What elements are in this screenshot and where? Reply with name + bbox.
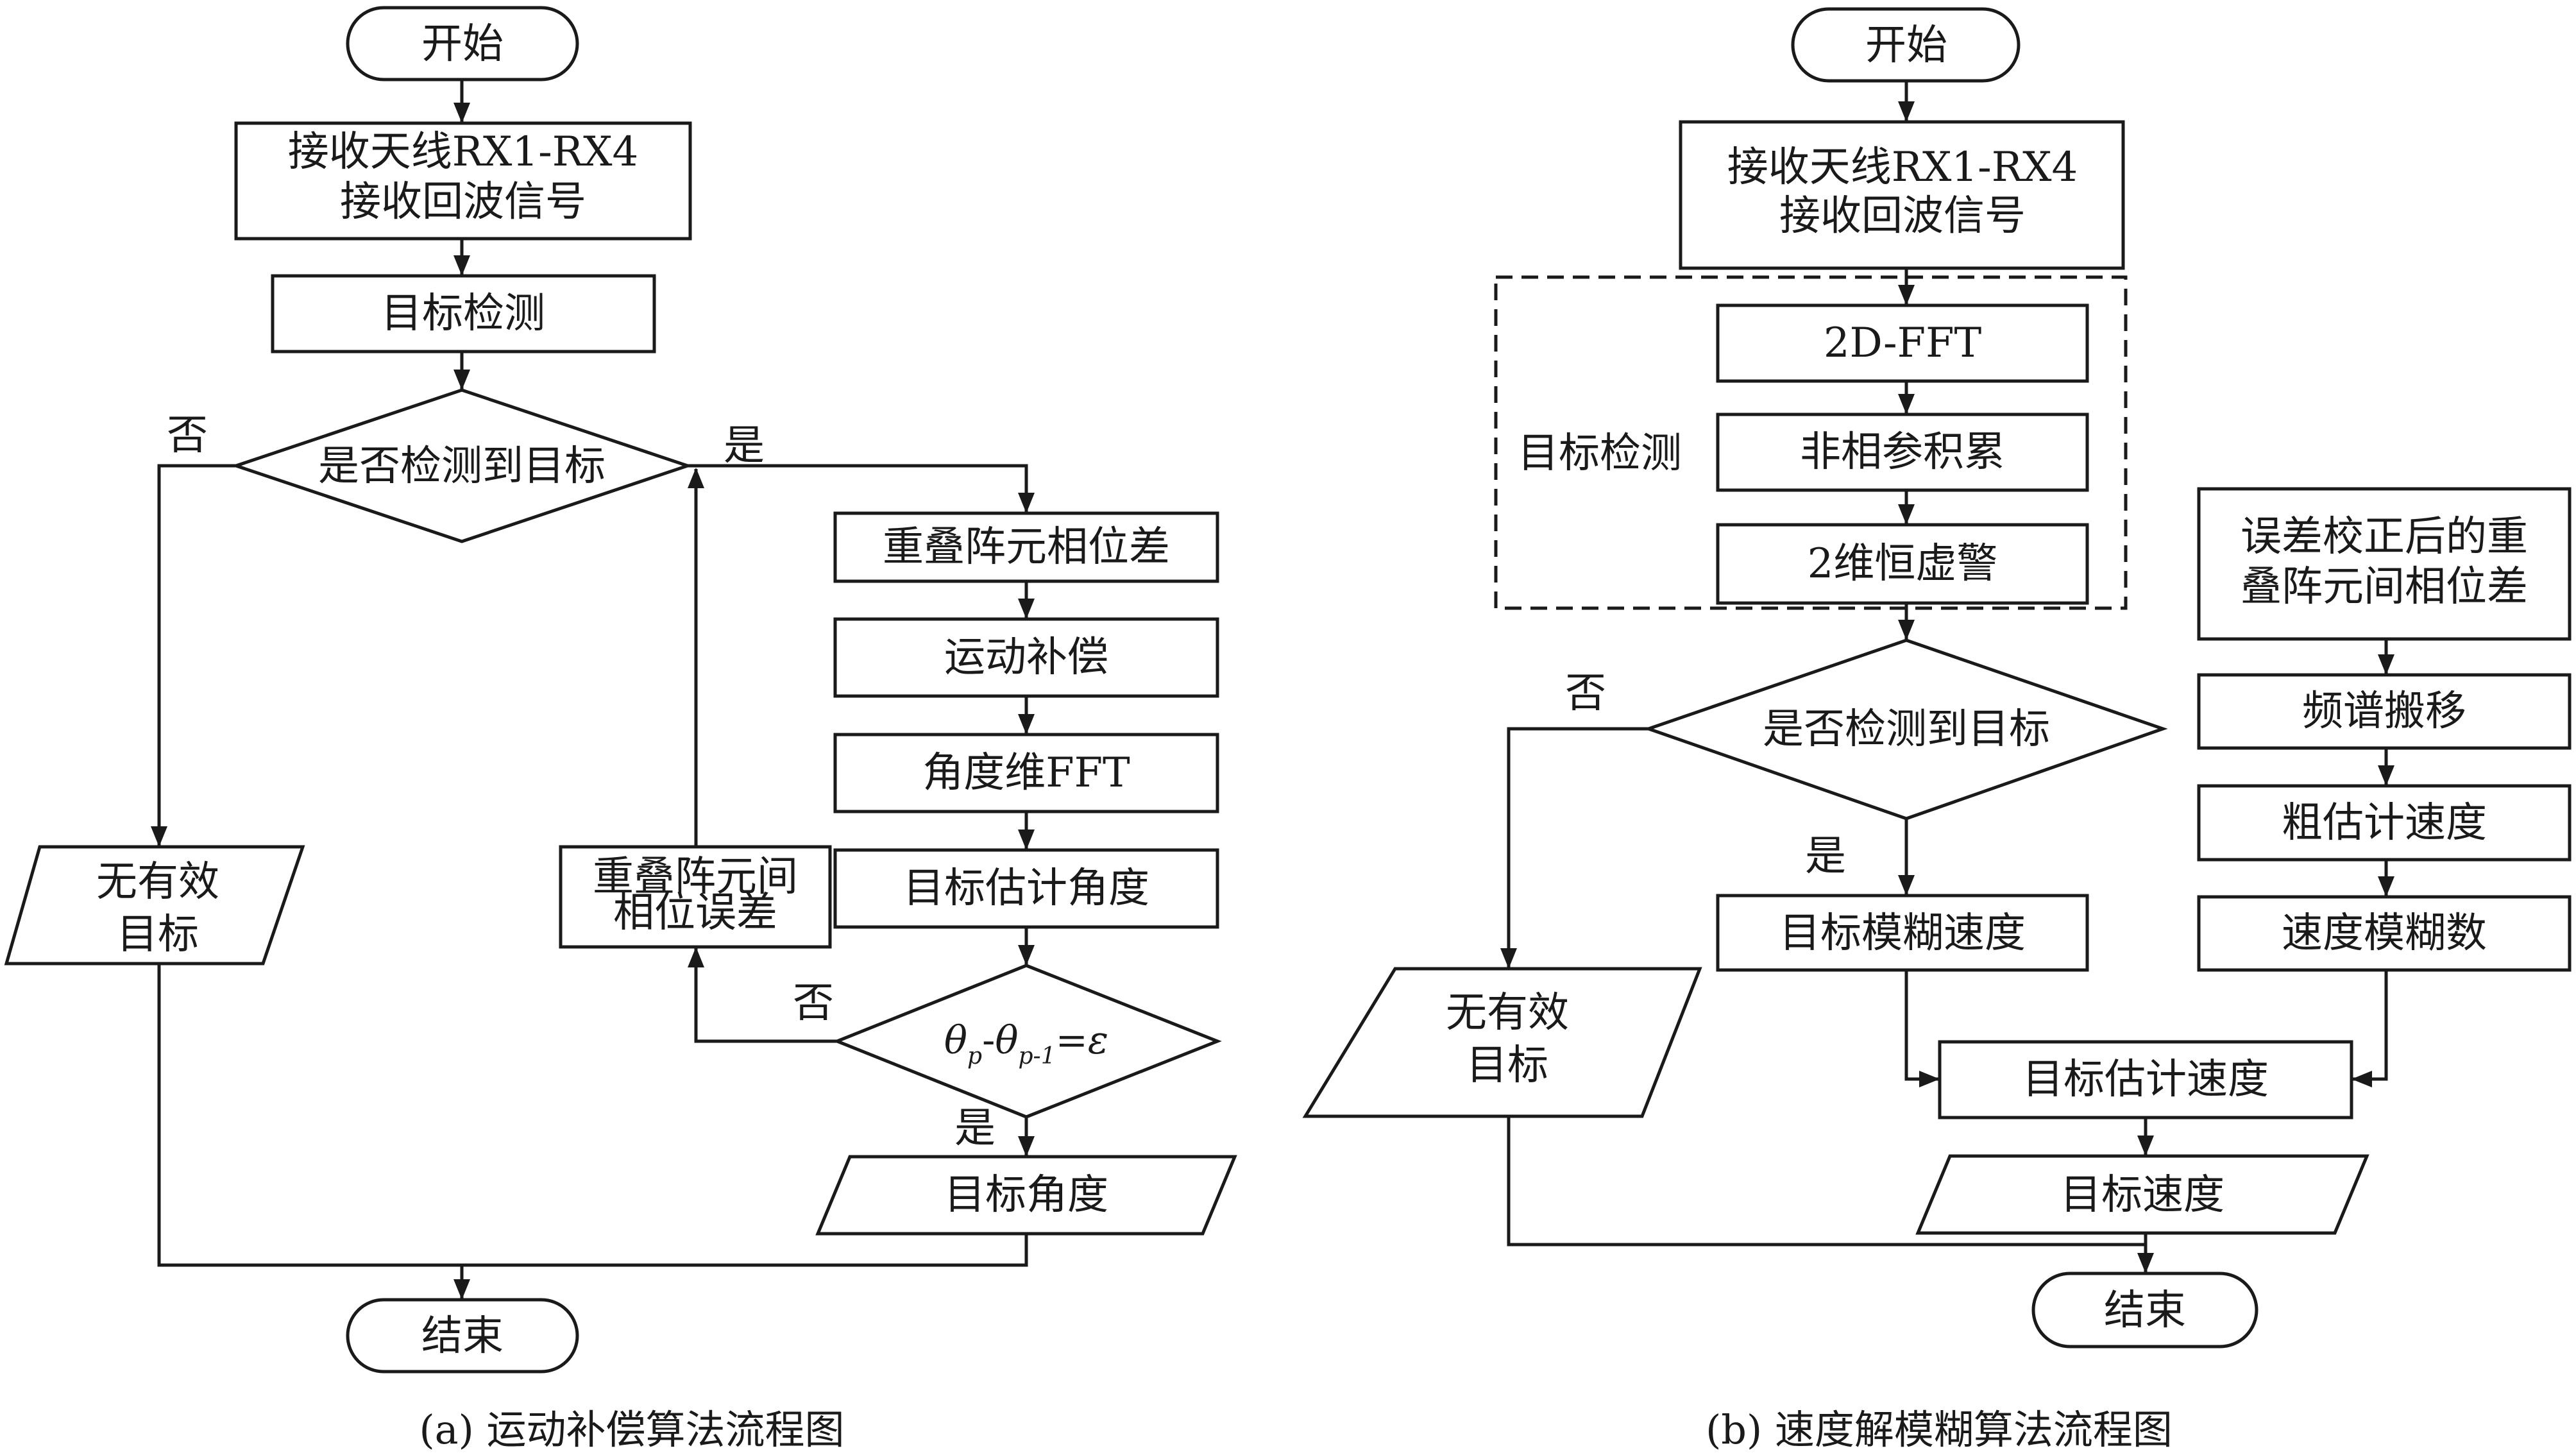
panel-b-target-velocity-output (1915, 1154, 2369, 1235)
panel-a-receive-line1: 接收天线RX1-RX4 (288, 128, 639, 176)
panel-b-ambiguity-number-box (2197, 895, 2572, 972)
panel-a-convergence-decision (833, 964, 1222, 1119)
panel-a-start-terminal (346, 6, 579, 81)
panel-b-spectrum-shift-label: 频谱搬移 (2302, 688, 2466, 735)
panel-a-no-target-line2: 目标 (117, 911, 199, 958)
panel-b-estimate-velocity-label: 目标估计速度 (2022, 1056, 2269, 1103)
panel-b-caption: (b) 速度解模糊算法流程图 (1706, 1406, 2173, 1453)
subscript-p: p (967, 1043, 982, 1069)
panel-b-corrected-phase-line1: 误差校正后的重 (2241, 513, 2528, 561)
panel-a-motion-comp-box (833, 617, 1219, 698)
theta-symbol-2: θ (995, 1018, 1018, 1063)
panel-b-start-terminal (1791, 7, 2021, 83)
panel-a-no-target-output (4, 845, 305, 966)
panel-b-coarse-velocity-label: 粗估计速度 (2282, 799, 2487, 847)
panel-a-motion-comp-label: 运动补偿 (944, 634, 1108, 681)
panel-b-ambiguous-velocity-label: 目标模糊速度 (1779, 910, 2026, 957)
panel-a-caption: (a) 运动补偿算法流程图 (419, 1406, 844, 1453)
panel-b-ambiguity-number-label: 速度模糊数 (2282, 910, 2487, 957)
panel-a-estimate-angle-box (833, 848, 1219, 929)
panel-b-cfar-box (1716, 523, 2089, 605)
panel-b-estimate-velocity-box (1938, 1040, 2353, 1119)
panel-b-corrected-phase-box (2197, 487, 2572, 641)
panel-a-decision-label: 是否检测到目标 (318, 443, 606, 490)
panel-a-no-target-line1: 无有效 (96, 858, 219, 906)
equals-sign: = (1056, 1018, 1088, 1063)
subscript-p-minus-1: p-1 (1018, 1043, 1055, 1069)
panel-b-end-terminal (2031, 1272, 2258, 1349)
panel-b-target-velocity-label: 目标速度 (2060, 1171, 2224, 1219)
panel-a-receive-box (234, 121, 692, 241)
panel-b-no-label: 否 (1565, 670, 1606, 717)
panel-a-convergence-yes-label: 是 (954, 1105, 996, 1152)
panel-b-noncoherent-label: 非相参积累 (1800, 429, 2005, 476)
panel-b-fft2d-label: 2D-FFT (1824, 319, 1982, 367)
panel-a-target-angle-output (815, 1155, 1237, 1236)
panel-b-fft2d-box (1716, 303, 2089, 383)
panel-b-velocity-disambiguation: 开始 接收天线RX1-RX4 接收回波信号 目标检测 2D-FFT 非相参积累 … (1302, 7, 2572, 1453)
theta-symbol: θ (944, 1018, 967, 1063)
panel-a-phase-error-line2: 相位误差 (613, 889, 777, 937)
panel-b-coarse-velocity-box (2197, 784, 2572, 862)
panel-b-decision-label: 是否检测到目标 (1763, 706, 2050, 753)
panel-b-group-label: 目标检测 (1518, 430, 1682, 477)
panel-a-end-label: 结束 (421, 1313, 504, 1360)
panel-b-noncoherent-box (1716, 413, 2089, 492)
panel-a-phase-error-box (559, 845, 832, 949)
panel-a-convergence-formula: θp-θp-1=ε (944, 1018, 1108, 1069)
panel-a-overlap-phase-label: 重叠阵元相位差 (883, 523, 1170, 571)
panel-a-yes-label: 是 (724, 422, 765, 470)
panel-a-angle-fft-label: 角度维FFT (922, 749, 1130, 797)
panel-b-no-target-line1: 无有效 (1446, 989, 1569, 1037)
minus-sign: - (982, 1018, 995, 1063)
panel-b-end-label: 结束 (2104, 1287, 2186, 1334)
panel-a-detect-box (271, 274, 656, 353)
panel-a-connectors (151, 78, 1035, 1300)
panel-b-connectors (1500, 81, 2394, 1273)
panel-a-angle-fft-box (833, 733, 1219, 813)
panel-b-receive-line1: 接收天线RX1-RX4 (1727, 144, 2078, 191)
epsilon-symbol: ε (1088, 1018, 1108, 1063)
panel-a-end-terminal (346, 1298, 579, 1374)
panel-b-start-label: 开始 (1865, 22, 1947, 69)
panel-b-yes-label: 是 (1805, 833, 1846, 880)
panel-a-no-label: 否 (167, 412, 208, 459)
panel-b-detect-decision (1643, 638, 2168, 821)
panel-b-cfar-label: 2维恒虚警 (1808, 540, 1998, 588)
panel-a-target-angle-label: 目标角度 (944, 1171, 1108, 1219)
panel-b-receive-line2: 接收回波信号 (1779, 192, 2026, 240)
panel-a-detect-decision (231, 388, 693, 543)
panel-a-overlap-phase-box (833, 511, 1219, 583)
panel-b-detection-group (1494, 275, 2128, 610)
panel-b-corrected-phase-line2: 叠阵元间相位差 (2241, 563, 2528, 611)
panel-a-estimate-angle-label: 目标估计角度 (903, 865, 1149, 912)
panel-a-convergence-no-label: 否 (793, 980, 834, 1027)
panel-a-detect-label: 目标检测 (381, 290, 545, 337)
panel-b-no-target-output (1302, 967, 1702, 1118)
panel-b-spectrum-shift-box (2197, 673, 2572, 750)
panel-a-start-label: 开始 (421, 21, 504, 68)
panel-a-receive-line2: 接收回波信号 (340, 178, 586, 226)
panel-a-motion-compensation: 开始 接收天线RX1-RX4 接收回波信号 目标检测 是否检测到目标 是 否 重… (4, 6, 1237, 1453)
panel-a-phase-error-line1: 重叠阵元间 (593, 853, 798, 901)
panel-b-no-target-line2: 目标 (1466, 1042, 1548, 1089)
panel-b-ambiguous-velocity-box (1716, 894, 2089, 972)
panel-b-receive-box (1679, 120, 2125, 270)
